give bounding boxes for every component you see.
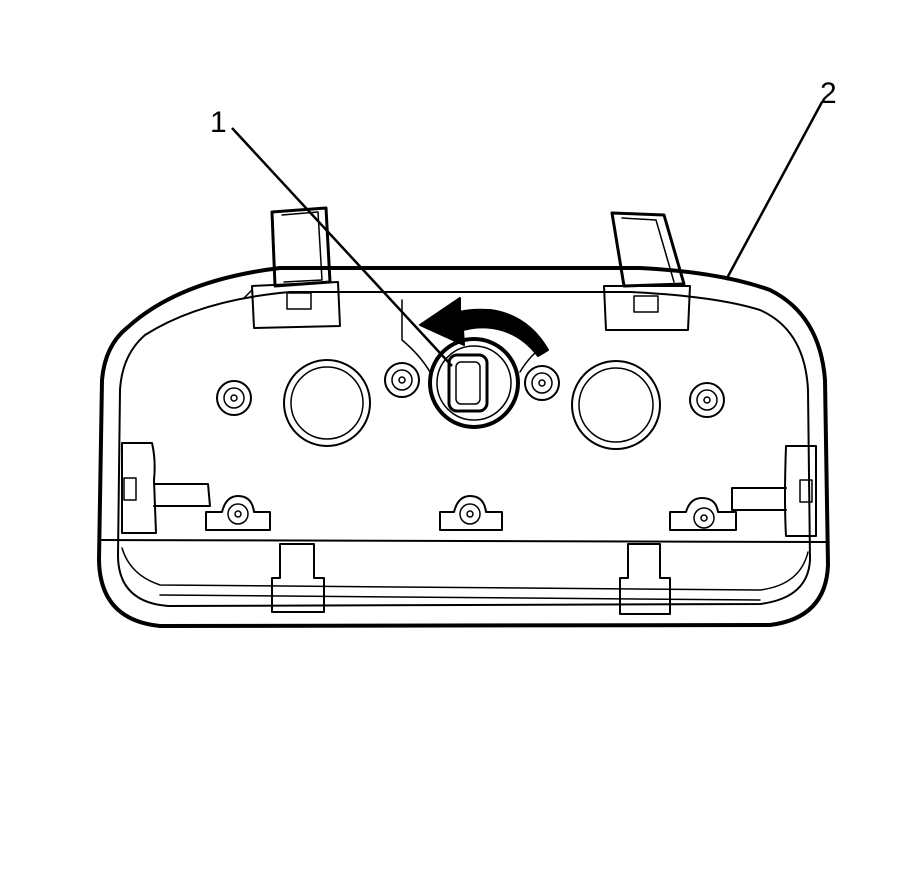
screw-boss-left-inner <box>384 362 420 398</box>
leader-line-1 <box>231 127 453 367</box>
bottom-panel-lower <box>159 594 761 601</box>
rotary-switch <box>428 337 520 429</box>
screw-boss-right-inner <box>524 365 560 401</box>
right-top-clip <box>603 211 691 331</box>
mount-boss-lower-center <box>439 495 503 531</box>
callout-label-2: 2 <box>820 77 837 110</box>
bottom-tab-left <box>271 543 325 613</box>
left-lamp-opening <box>283 359 371 447</box>
housing-inner-rim <box>117 291 811 607</box>
leader-line-2 <box>724 101 824 281</box>
bottom-panel-inner <box>121 547 809 591</box>
rotation-arrow <box>419 297 549 357</box>
right-lamp-opening <box>571 360 661 450</box>
mount-boss-lower-left <box>205 495 271 531</box>
bottom-panel-edge <box>101 539 829 543</box>
bottom-tab-right <box>619 543 671 615</box>
callout-label-1: 1 <box>210 106 227 139</box>
right-side-clip <box>731 445 817 537</box>
left-side-clip <box>121 442 211 534</box>
screw-boss-left-outer <box>216 380 252 416</box>
switch-bezel-left <box>401 299 431 373</box>
mount-boss-lower-right <box>669 497 737 531</box>
screw-boss-right-outer <box>689 382 725 418</box>
